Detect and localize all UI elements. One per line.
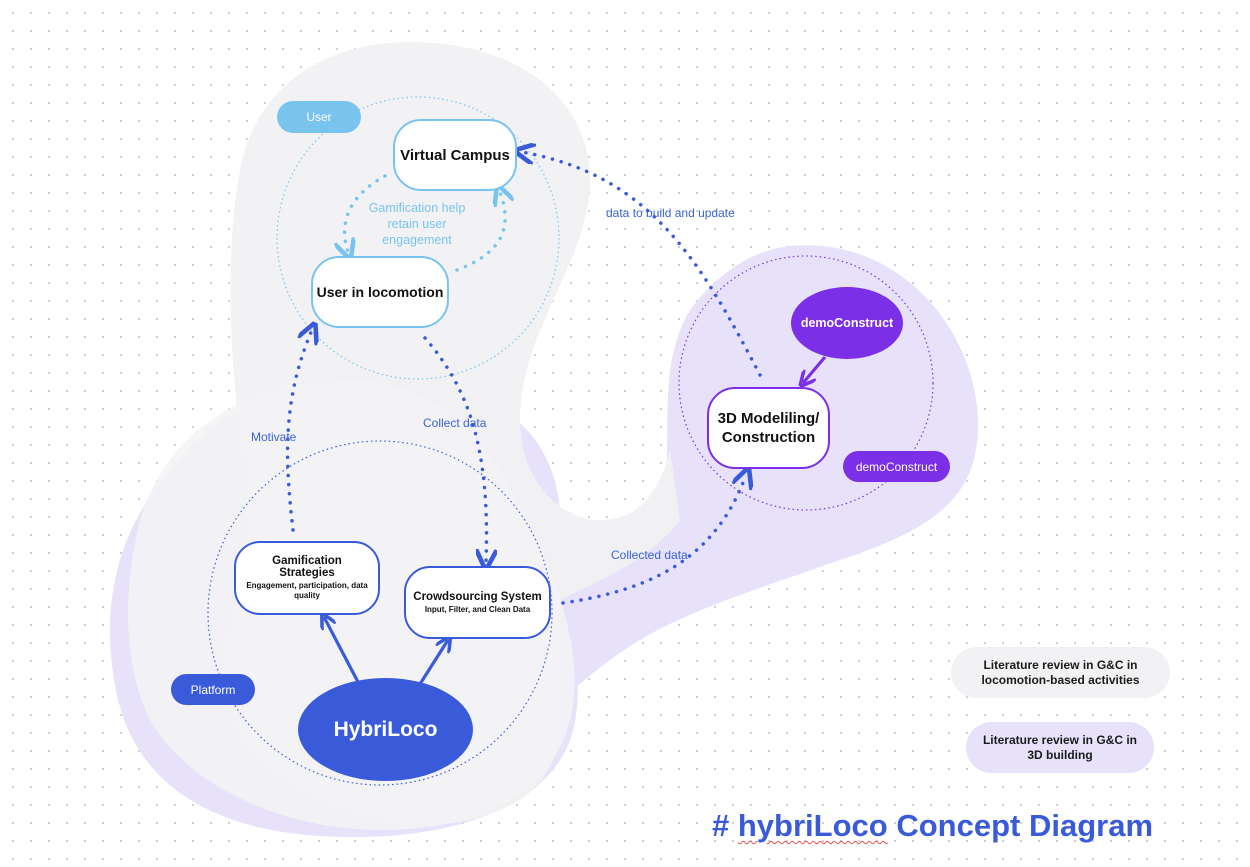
demo-construct-pill: demoConstruct	[843, 451, 950, 482]
virtual-campus-label: Virtual Campus	[400, 146, 510, 164]
arrow-hybriloco-to-crowdsourcing	[418, 640, 448, 685]
motivate-label: Motivate	[251, 430, 297, 444]
user-pill: User	[277, 101, 361, 133]
construct-zone-circle	[678, 255, 934, 511]
gamification-subtitle: Engagement, participation, data quality	[246, 581, 368, 600]
modelling-node: 3D Modeliling/ Construction	[707, 387, 830, 469]
platform-pill: Platform	[171, 674, 255, 705]
modelling-label: 3D Modeliling/ Construction	[717, 410, 820, 446]
arrow-user-to-campus	[455, 192, 505, 272]
user-zone-circle	[276, 96, 560, 380]
title-hash: #	[712, 808, 730, 843]
demo-construct-node: demoConstruct	[791, 287, 903, 359]
virtual-campus-node: Virtual Campus	[393, 119, 517, 191]
crowdsourcing-node: Crowdsourcing System Input, Filter, and …	[404, 566, 551, 639]
gamification-title: Gamification Strategies	[272, 555, 342, 579]
hybriloco-label: HybriLoco	[333, 717, 438, 741]
title-rest: Concept Diagram	[896, 808, 1154, 843]
collect-data-label: Collect data	[423, 416, 487, 430]
arrow-collect-data	[423, 336, 486, 562]
legend-3d-building: Literature review in G&C in 3D building	[966, 722, 1154, 773]
title-hybriloco: hybriLoco	[737, 808, 888, 843]
arrow-collected-data	[561, 475, 746, 605]
crowdsourcing-subtitle: Input, Filter, and Clean Data	[424, 604, 531, 614]
gamification-help-label: Gamification help retain user engagement	[368, 201, 466, 247]
arrow-data-build	[522, 152, 762, 377]
arrow-campus-to-user	[345, 174, 387, 252]
arrow-hybriloco-to-gamification	[324, 617, 360, 683]
arrow-motivate	[285, 330, 312, 532]
hybriloco-node: HybriLoco	[298, 678, 473, 781]
demo-construct-label: demoConstruct	[800, 316, 894, 330]
diagram-title: # hybriLoco Concept Diagram	[712, 808, 1153, 844]
data-build-label: data to build and update	[606, 206, 735, 220]
legend-locomotion: Literature review in G&C in locomotion-b…	[951, 647, 1170, 698]
collected-data-label: Collected data	[611, 548, 688, 562]
gamification-node: Gamification Strategies Engagement, part…	[234, 541, 380, 615]
user-locomotion-label: User in locomotion	[316, 284, 444, 300]
construct-blob	[555, 245, 979, 701]
platform-zone-circle	[207, 440, 553, 786]
arrow-demo-to-modelling	[803, 355, 827, 383]
user-locomotion-node: User in locomotion	[311, 256, 449, 328]
crowdsourcing-title: Crowdsourcing System	[413, 590, 542, 603]
